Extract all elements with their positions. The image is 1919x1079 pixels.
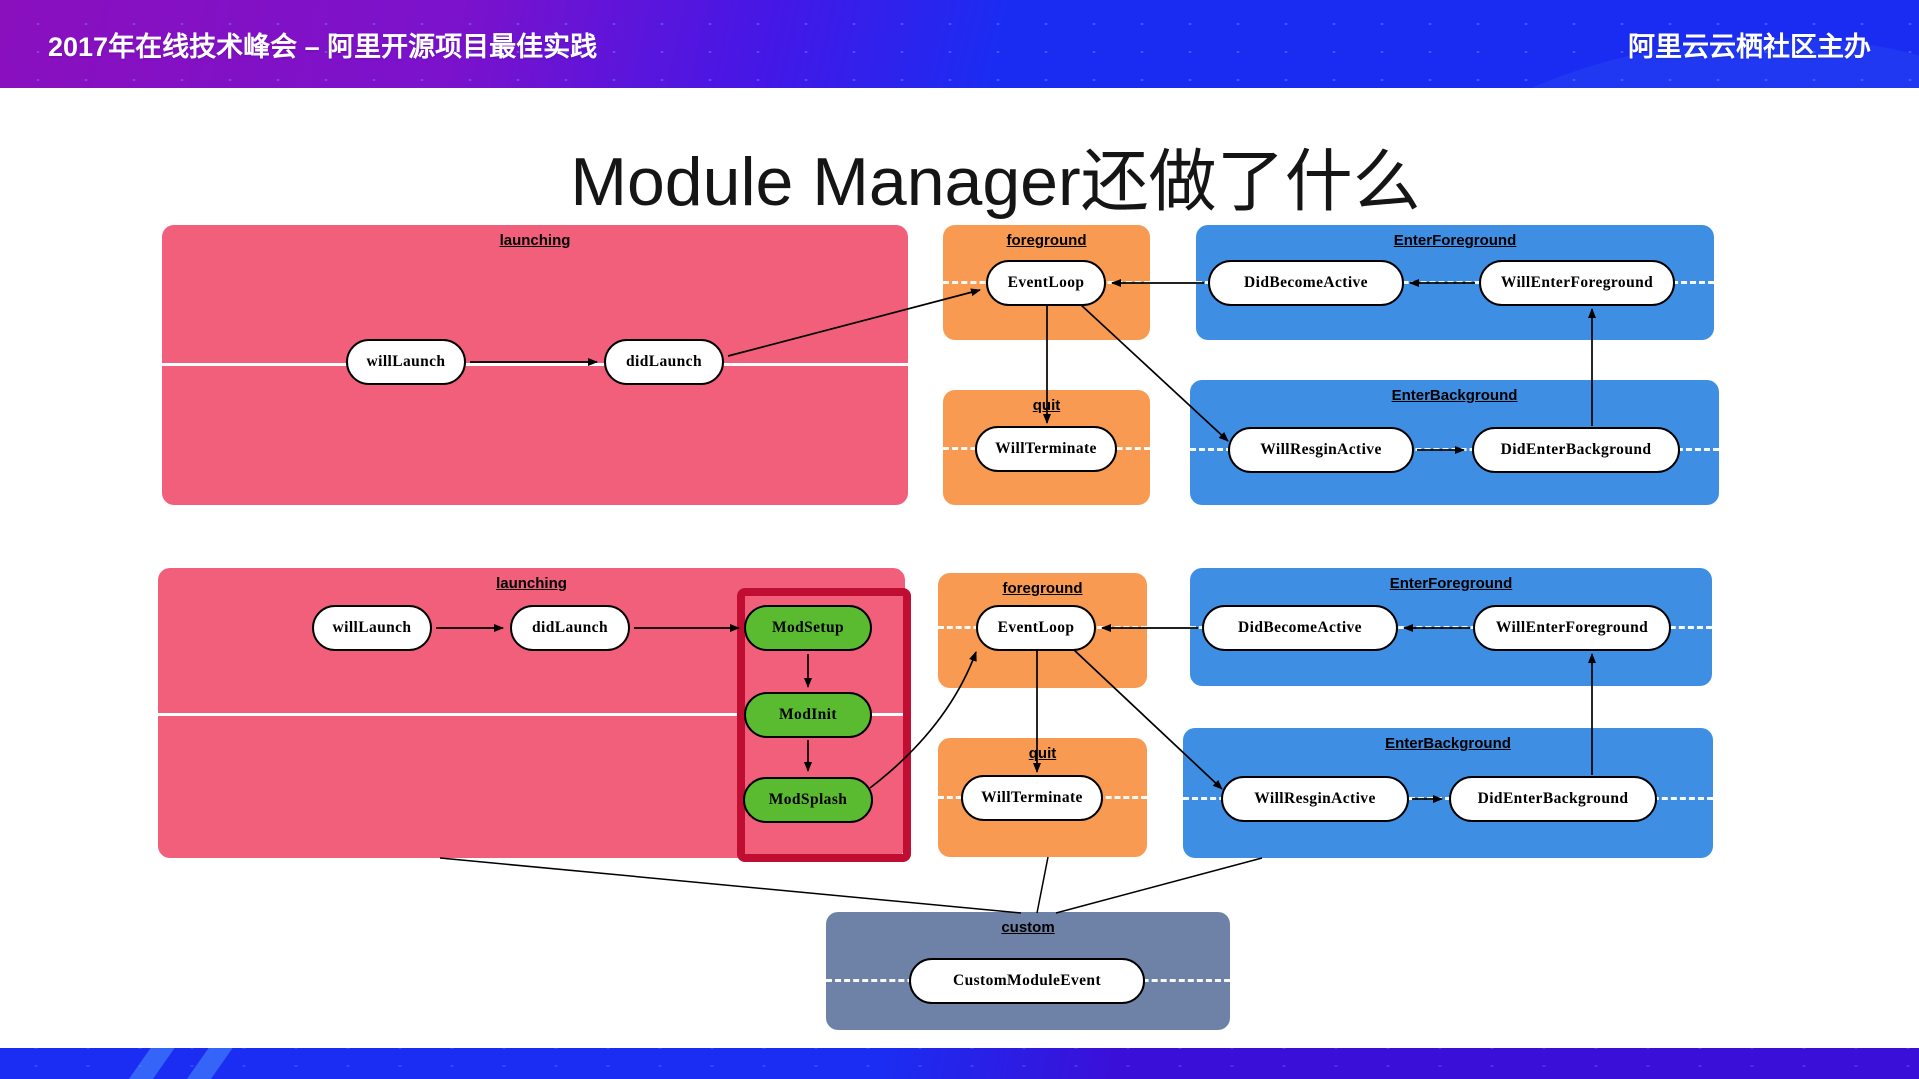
zone-label: quit (1028, 745, 1057, 762)
node-willterminate-2: WillTerminate (961, 775, 1103, 821)
page-title: Module Manager还做了什么 (570, 144, 1421, 220)
zone-launching-1: launching (162, 225, 908, 505)
node-didenterbackground-2: DidEnterBackground (1449, 776, 1657, 822)
node-eventloop-1: EventLoop (986, 260, 1106, 306)
node-willterminate-1: WillTerminate (975, 426, 1117, 472)
zone-label: launching (496, 575, 567, 592)
stripe-decoration (174, 1048, 242, 1079)
zone-label: foreground (1006, 232, 1087, 249)
node-willenterforeground-1: WillEnterForeground (1479, 260, 1675, 306)
zone-label: EnterForeground (1393, 232, 1517, 249)
node-willresginactive-1: WillResginActive (1228, 427, 1414, 473)
zone-label: custom (1001, 919, 1055, 936)
zone-label: foreground (1002, 580, 1083, 597)
organizer-label: 阿里云云栖社区主办 (1628, 31, 1871, 62)
node-willresginactive-2: WillResginActive (1221, 776, 1409, 822)
top-brand-bar: 2017年在线技术峰会 – 阿里开源项目最佳实践 阿里云云栖社区主办 (0, 0, 1919, 88)
bottom-brand-bar (0, 1048, 1919, 1079)
node-didlaunch-2: didLaunch (510, 605, 630, 651)
zone-label: EnterForeground (1389, 575, 1513, 592)
stripe-decoration (116, 1048, 184, 1079)
node-willlaunch-1: willLaunch (346, 339, 466, 385)
node-didlaunch-1: didLaunch (604, 339, 724, 385)
rank-line (158, 713, 905, 716)
node-willlaunch-2: willLaunch (312, 605, 432, 651)
zone-label: quit (1032, 397, 1061, 414)
node-didbecomeactive-2: DidBecomeActive (1202, 605, 1398, 651)
zone-label: EnterBackground (1391, 387, 1518, 404)
rank-line (1183, 797, 1713, 800)
node-modinit: ModInit (744, 692, 872, 738)
node-didenterbackground-1: DidEnterBackground (1472, 427, 1680, 473)
node-modsetup: ModSetup (744, 605, 872, 651)
node-eventloop-2: EventLoop (976, 605, 1096, 651)
node-modsplash: ModSplash (743, 777, 873, 823)
rank-line (162, 363, 908, 366)
event-title: 2017年在线技术峰会 – 阿里开源项目最佳实践 (48, 31, 598, 62)
zone-label: launching (499, 232, 571, 249)
node-willenterforeground-2: WillEnterForeground (1473, 605, 1671, 651)
node-custommoduleevent: CustomModuleEvent (909, 958, 1145, 1004)
node-didbecomeactive-1: DidBecomeActive (1208, 260, 1404, 306)
zone-label: EnterBackground (1385, 735, 1511, 752)
